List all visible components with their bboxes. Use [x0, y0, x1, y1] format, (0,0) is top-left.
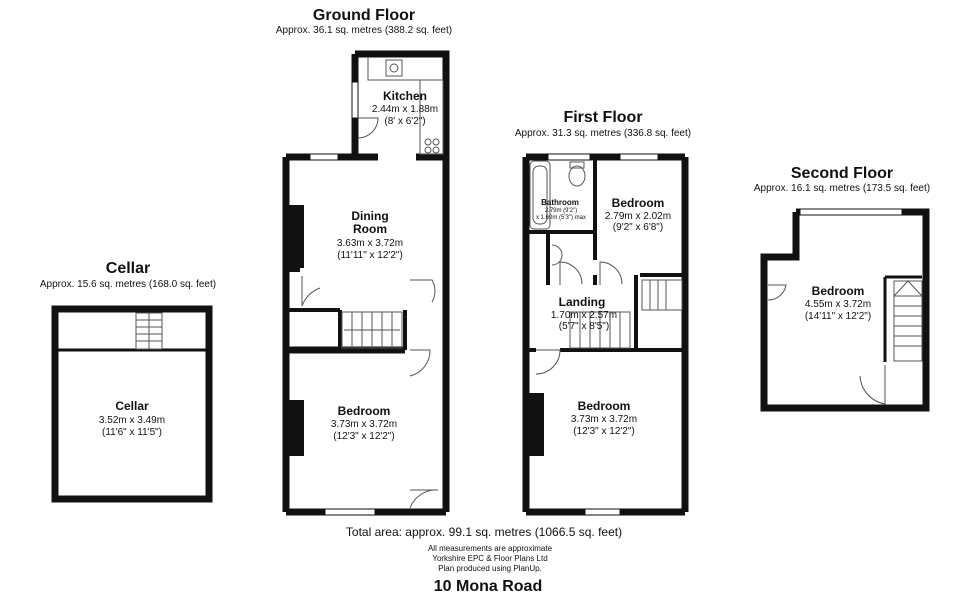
door-swing [767, 284, 886, 405]
window [309, 81, 376, 516]
first-floor-title: First Floor [563, 109, 642, 126]
first-large-bedroom-dimensions-imperial: (12'3" x 12'2") [573, 426, 635, 437]
dining-room-dimensions-metric: 3.63m x 3.72m [337, 238, 403, 249]
staircase [135, 312, 163, 350]
kitchen-dimensions-metric: 2.44m x 1.88m [372, 104, 438, 115]
second-floor-title: Second Floor [791, 165, 893, 182]
cellar-dimensions-metric: 3.52m x 3.49m [99, 415, 165, 426]
landing-dimensions-metric: 1.70m x 2.57m [551, 310, 617, 321]
kitchen-name: Kitchen [383, 89, 427, 103]
kitchen-units [367, 57, 444, 155]
total-area: Total area: approx. 99.1 sq. metres (106… [346, 525, 622, 539]
cellar-floor: Cellar Approx. 15.6 sq. metres (168.0 sq… [40, 260, 216, 503]
staircase [569, 279, 683, 349]
cellar-walls [51, 305, 213, 503]
second-bedroom-dimensions-imperial: (14'11" x 12'2") [805, 311, 871, 322]
first-floor: First Floor Approx. 31.3 sq. metres (336… [515, 109, 691, 516]
company-credit: Yorkshire EPC & Floor Plans Ltd [432, 554, 547, 563]
first-floor-inner-walls [526, 157, 685, 352]
second-bedroom-dimensions-metric: 4.55m x 3.72m [805, 299, 871, 310]
first-floor-area: Approx. 31.3 sq. metres (336.8 sq. feet) [515, 128, 691, 139]
ground-bedroom-dimensions-metric: 3.73m x 3.72m [331, 419, 397, 430]
second-floor-walls [760, 208, 930, 412]
ground-floor-title: Ground Floor [313, 7, 415, 24]
chimney-breast [286, 400, 304, 456]
dining-room-name-1: Dining [351, 209, 388, 223]
window [547, 153, 659, 516]
first-small-bedroom-dimensions-metric: 2.79m x 2.02m [605, 211, 671, 222]
second-floor-area: Approx. 16.1 sq. metres (173.5 sq. feet) [754, 183, 930, 194]
software-credit: Plan produced using PlanUp. [438, 564, 542, 573]
first-large-bedroom-dimensions-metric: 3.73m x 3.72m [571, 414, 637, 425]
ground-bedroom-name: Bedroom [338, 404, 391, 418]
door-swing [535, 261, 623, 375]
first-small-bedroom-dimensions-imperial: (9'2" x 6'8") [613, 222, 663, 233]
staircase [341, 311, 403, 349]
bathroom-dimensions-1: 2.79m (9'2") [545, 208, 577, 214]
first-large-bedroom-name: Bedroom [578, 399, 631, 413]
staircase [893, 280, 923, 362]
measurement-note: All measurements are approximate [428, 544, 553, 553]
cellar-floor-area: Approx. 15.6 sq. metres (168.0 sq. feet) [40, 279, 216, 290]
property-address: 10 Mona Road [434, 578, 542, 594]
first-small-bedroom-name: Bedroom [612, 196, 665, 210]
second-floor: Second Floor Approx. 16.1 sq. metres (17… [754, 165, 930, 412]
bathroom-fixtures [529, 160, 586, 266]
bathroom-dimensions-2: x 1.60m (5'3") max [536, 215, 586, 221]
landing-dimensions-imperial: (5'7" x 8'5") [559, 321, 609, 332]
chimney-breast [526, 393, 544, 456]
ground-bedroom-dimensions-imperial: (12'3" x 12'2") [333, 431, 395, 442]
ground-floor-inner-walls [286, 268, 407, 350]
ground-floor: Ground Floor Approx. 36.1 sq. metres (38… [276, 7, 452, 516]
second-floor-inner-walls [883, 275, 922, 362]
kitchen-dimensions-imperial: (8' x 6'2") [384, 116, 425, 127]
landing-name: Landing [559, 295, 606, 309]
ground-floor-area: Approx. 36.1 sq. metres (388.2 sq. feet) [276, 25, 452, 36]
second-bedroom-name: Bedroom [812, 284, 865, 298]
cellar-floor-title: Cellar [106, 260, 150, 277]
chimney-breast [286, 205, 304, 268]
footer: Total area: approx. 99.1 sq. metres (106… [346, 525, 622, 594]
bathroom-name: Bathroom [541, 198, 579, 207]
dining-room-name-2: Room [353, 222, 387, 236]
cellar-dimensions-imperial: (11'6" x 11'5") [102, 427, 162, 438]
window [799, 208, 903, 216]
dining-room-dimensions-imperial: (11'11" x 12'2") [337, 250, 403, 261]
door-swing [301, 117, 439, 509]
cellar-room-name: Cellar [115, 399, 149, 413]
